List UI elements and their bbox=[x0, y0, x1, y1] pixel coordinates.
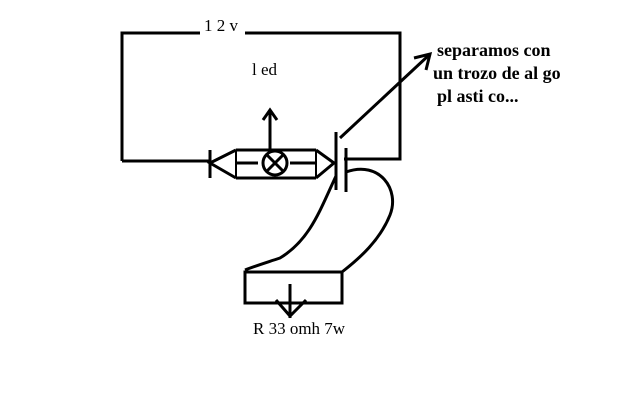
led-holder bbox=[206, 148, 337, 180]
circuit-wires bbox=[120, 31, 402, 163]
arrow-down-icon bbox=[274, 284, 308, 319]
left-cap bbox=[206, 148, 237, 180]
arrow-diagonal-icon bbox=[338, 51, 433, 140]
lead-right bbox=[341, 167, 395, 274]
led-label: l ed bbox=[252, 60, 278, 79]
lead-left bbox=[244, 175, 338, 272]
note-line-1: separamos con bbox=[437, 40, 551, 60]
resistor-leads bbox=[244, 167, 395, 274]
voltage-label: 1 2 v bbox=[204, 16, 239, 35]
wire-left bbox=[120, 31, 200, 161]
note-line-2: un trozo de al go bbox=[433, 63, 561, 83]
wire-right bbox=[245, 31, 402, 161]
resistor-body bbox=[243, 270, 344, 305]
right-cap bbox=[315, 148, 337, 180]
lamp-cross-circle-icon bbox=[261, 149, 289, 177]
resistor-label: R 33 omh 7w bbox=[253, 319, 346, 338]
note-line-3: pl asti co... bbox=[437, 86, 519, 106]
arrow-up-icon bbox=[261, 107, 279, 150]
switch-contacts bbox=[334, 132, 348, 192]
